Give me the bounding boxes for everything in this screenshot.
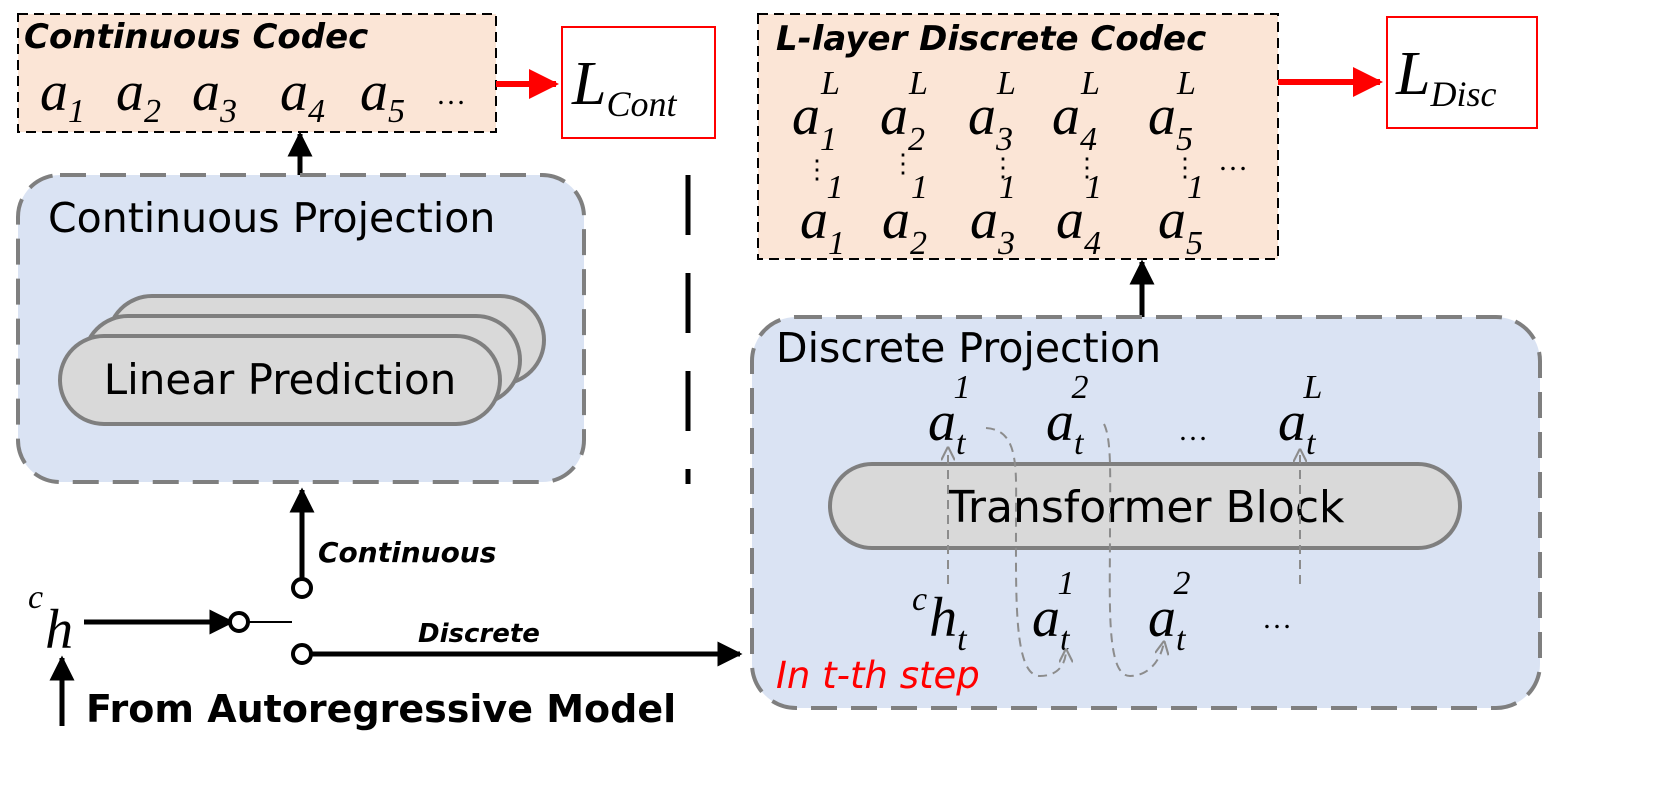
flow-a1-down — [985, 427, 1066, 678]
loss-disc-label: LDisc — [1395, 40, 1496, 114]
transformer-block-label: Transformer Block — [946, 482, 1345, 533]
vdots-col-2: ⋮ — [890, 149, 916, 178]
linear-prediction-block — [58, 334, 502, 426]
vdots-col-5: ⋮ — [1172, 153, 1198, 182]
disc-bottom-token-1: a11 — [800, 169, 843, 262]
cont-token-2: a2 — [116, 61, 161, 130]
continuous-projection-title: Continuous Projection — [48, 194, 495, 242]
proj-input-h: cht — [912, 581, 968, 658]
switch-input: ch — [28, 579, 73, 661]
disc-top-token-3: a3L — [968, 65, 1016, 158]
disc-bottom-token-3: a31 — [970, 169, 1016, 262]
proj-output-ellipsis: … — [1178, 414, 1208, 447]
disc-bottom-token-5: a51 — [1158, 169, 1204, 262]
vdots-col-4: ⋮ — [1074, 153, 1100, 182]
discrete-projection-box: Discrete Projection at1 at2 … atL Transf… — [750, 315, 1542, 710]
cont-token-3: a3 — [192, 61, 237, 130]
transformer-block — [828, 462, 1462, 550]
proj-output-1: at1 — [928, 369, 970, 462]
cont-token-5: a5 — [360, 61, 405, 130]
loss-cont-box: LCont — [561, 26, 716, 139]
cont-token-4: a4 — [280, 61, 325, 130]
disc-top-token-5: a5L — [1148, 65, 1196, 158]
disc-top-token-1: a1L — [792, 65, 840, 158]
discrete-codec-title: L-layer Discrete Codec — [776, 19, 1206, 59]
linear-prediction-label: Linear Prediction — [104, 355, 457, 404]
continuous-route-label: Continuous — [318, 536, 496, 569]
step-note: In t-th step — [776, 654, 980, 697]
discrete-route-label: Discrete — [418, 619, 540, 649]
disc-bottom-token-2: a21 — [882, 169, 928, 262]
loss-cont-label: LCont — [571, 50, 677, 124]
disc-bottom-token-4: a41 — [1056, 169, 1102, 262]
vdots-col-3: ⋮ — [990, 153, 1016, 182]
proj-output-L: atL — [1278, 369, 1322, 462]
flow-a2-down — [1103, 423, 1164, 678]
switch-contact-discrete — [291, 643, 313, 665]
loss-disc-box: LDisc — [1386, 16, 1538, 129]
disc-ellipsis: … — [1218, 144, 1248, 177]
autoregressive-flow — [948, 423, 1300, 678]
vdots-col-1: ⋮ — [804, 155, 830, 184]
proj-input-a1: at1 — [1032, 565, 1074, 658]
proj-input-ellipsis: … — [1262, 602, 1292, 635]
proj-output-2: at2 — [1046, 369, 1088, 462]
source-label: From Autoregressive Model — [86, 687, 676, 731]
continuous-codec-box: Continuous Codec a1 a2 a3 a4 a5 … — [17, 13, 497, 133]
proj-input-a2: at2 — [1148, 565, 1190, 658]
disc-top-token-2: a2L — [880, 65, 928, 158]
continuous-projection-box: Continuous Projection Linear Prediction — [16, 173, 586, 484]
discrete-codec-box: L-layer Discrete Codec a1L a2L a3L a4L a… — [757, 13, 1279, 262]
cont-ellipsis: … — [436, 78, 466, 111]
cont-token-1: a1 — [40, 61, 85, 130]
discrete-projection-title: Discrete Projection — [776, 324, 1161, 372]
switch-contact-continuous — [291, 577, 313, 599]
disc-top-token-4: a4L — [1052, 65, 1100, 158]
switch-input-h: ch — [28, 579, 73, 661]
switch-pivot — [228, 611, 250, 633]
continuous-codec-title: Continuous Codec — [24, 17, 368, 57]
